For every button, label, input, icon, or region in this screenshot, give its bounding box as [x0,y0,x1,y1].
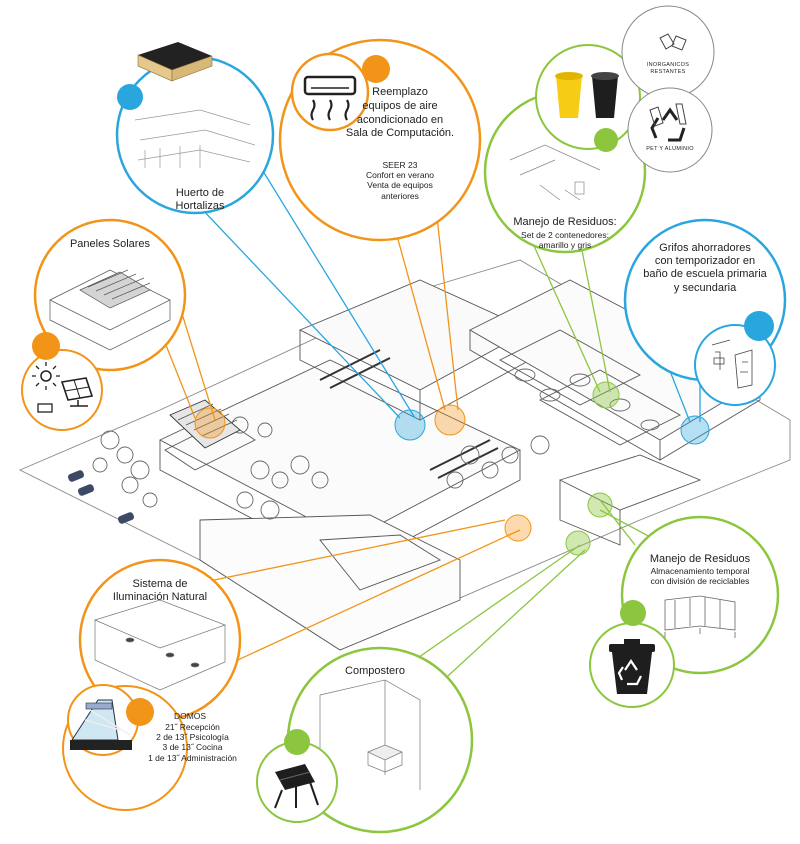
callout-residuos-bottom [589,515,780,708]
grifos-title: Grifos ahorradores con temporizador en b… [643,242,767,294]
callout-huerto [115,42,275,215]
residuos-top-title: Manejo de Residuos: [513,216,617,228]
residuos-top-details: Set de 2 contenedores: amarillo y gris [521,230,609,251]
location-markers [194,381,710,556]
callout-residuos-top [483,5,715,254]
aire-title: Reemplazo equipos de aire acondicionado … [345,86,455,140]
domos-list: 21˝ Recepción 2 de 13˝ Psicología 3 de 1… [148,722,237,763]
pet-label: PET Y ALUMINIO [646,146,694,152]
residuos-bottom-details: Almacenamiento temporal con división de … [650,566,750,587]
recycle-icon [650,107,686,142]
solar-panel-icon [32,362,94,413]
iluminacion-title: Sistema de Iluminación Natural [112,578,208,604]
domos-title: DOMOS [173,711,207,721]
yellow-bin-icon [555,72,583,118]
callout-compostero [256,646,474,834]
compostero-title: Compostero [345,665,405,677]
composter-icon [274,764,319,809]
skylight-icon [70,699,132,750]
air-conditioner-icon [290,52,370,132]
aire-details: SEER 23 Confort en verano Venta de equip… [365,160,435,201]
gray-bin-icon [591,72,619,118]
callout-aire [278,38,482,242]
huerto-title: Huerto de Hortalizas [175,187,225,213]
garden-bed-icon [137,42,213,82]
recycle-bin-icon [609,639,655,694]
paneles-title: Paneles Solares [69,238,151,250]
inorganicos-label: INORGANICOS RESTANTES [646,62,690,75]
callout-grifos [623,218,787,406]
building-plan [18,259,791,651]
faucet-icon [711,339,753,389]
callout-paneles [21,218,187,431]
residuos-bottom-title: Manejo de Residuos [649,553,751,565]
callout-iluminacion [62,558,242,811]
